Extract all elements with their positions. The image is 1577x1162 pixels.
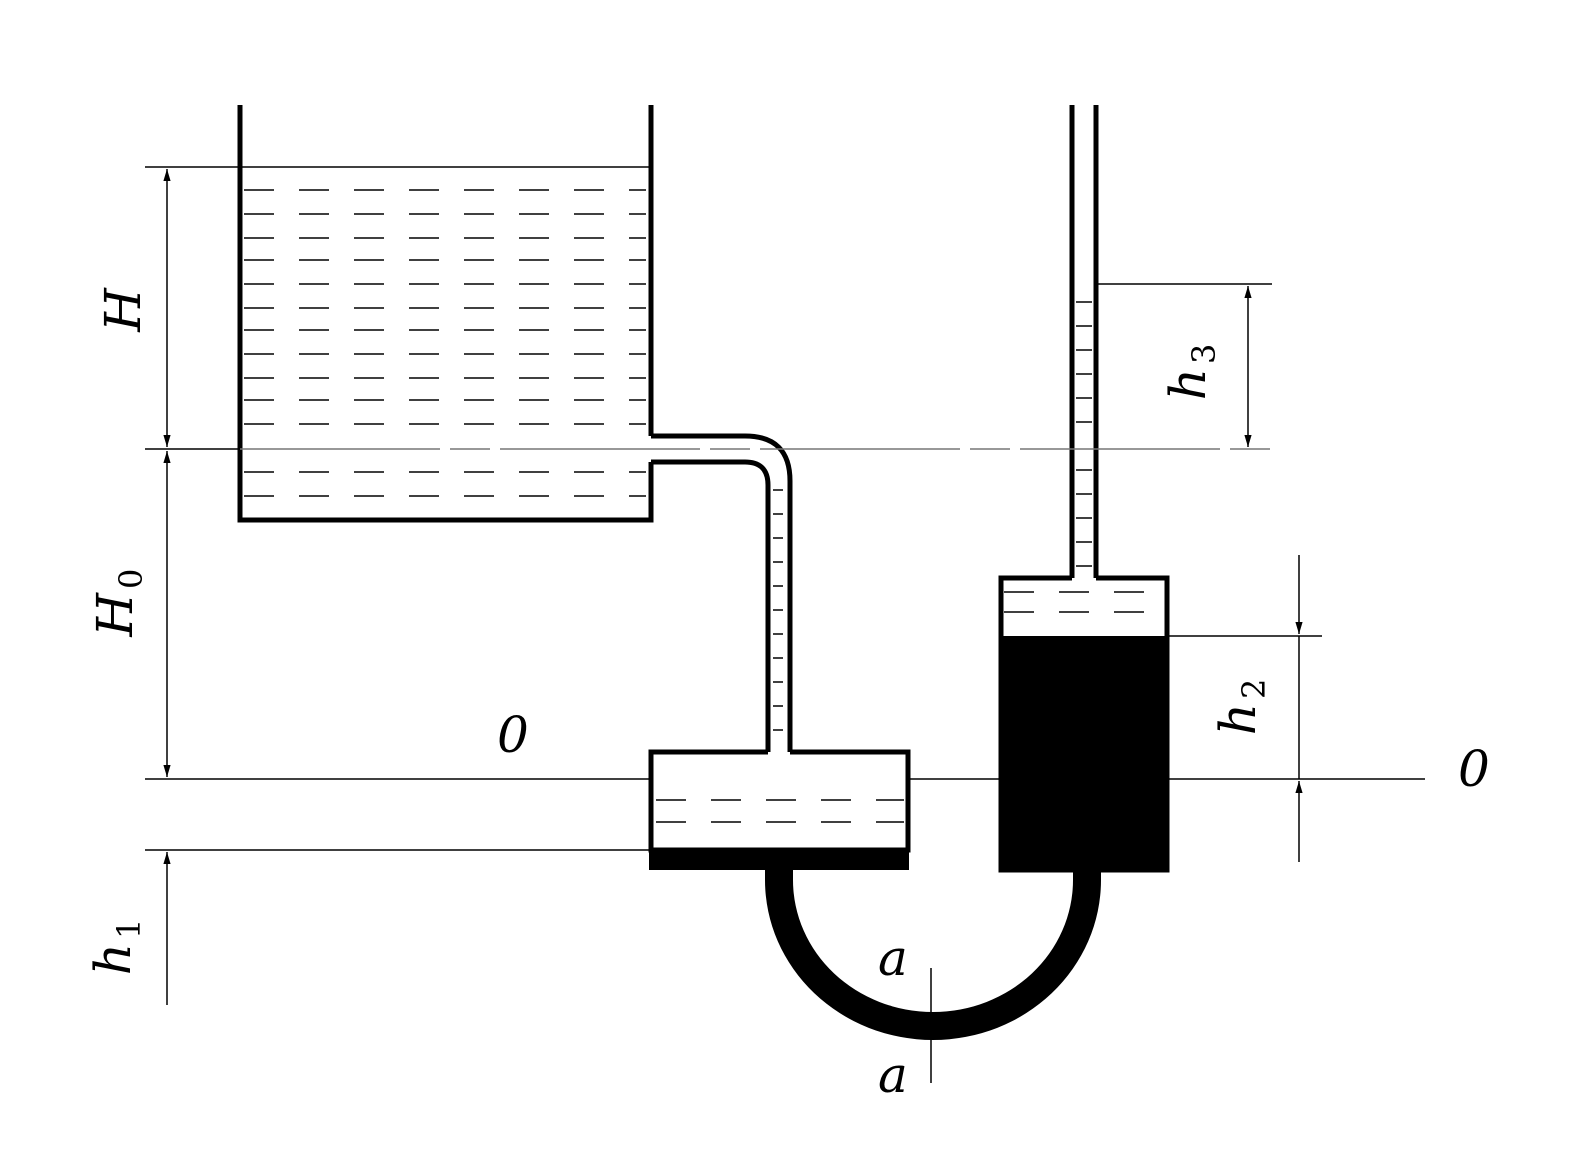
mercury-column-right <box>1001 636 1167 870</box>
svg-text:h: h <box>1159 368 1217 400</box>
mercury-layer-left <box>649 848 909 870</box>
label-H0: H 0 <box>86 569 150 638</box>
label-h2: h 2 <box>1209 679 1273 736</box>
label-section-top: a <box>878 929 908 987</box>
label-H: H <box>94 287 152 333</box>
label-datum-right: 0 <box>1458 740 1490 798</box>
label-section-bottom: a <box>878 1046 908 1104</box>
svg-text:h: h <box>1209 703 1267 735</box>
upper-tank <box>237 105 654 523</box>
label-h1: h 1 <box>84 919 148 976</box>
piezometer-tube <box>1069 105 1099 578</box>
upper-tank-water <box>244 189 646 497</box>
connecting-pipe <box>651 433 793 752</box>
svg-text:2: 2 <box>1235 679 1273 699</box>
svg-text:0: 0 <box>112 569 150 589</box>
label-h3: h 3 <box>1159 344 1223 401</box>
svg-text:H: H <box>86 592 144 638</box>
right-vessel <box>998 575 1170 873</box>
svg-text:h: h <box>84 943 142 975</box>
svg-text:1: 1 <box>110 919 148 939</box>
lower-vessel <box>648 749 911 870</box>
reference-lines <box>145 166 1425 851</box>
label-datum-left: 0 <box>497 706 529 764</box>
mercury-u-tube <box>765 868 1101 1040</box>
upper-tank-wall <box>237 105 654 523</box>
svg-text:3: 3 <box>1185 344 1223 364</box>
